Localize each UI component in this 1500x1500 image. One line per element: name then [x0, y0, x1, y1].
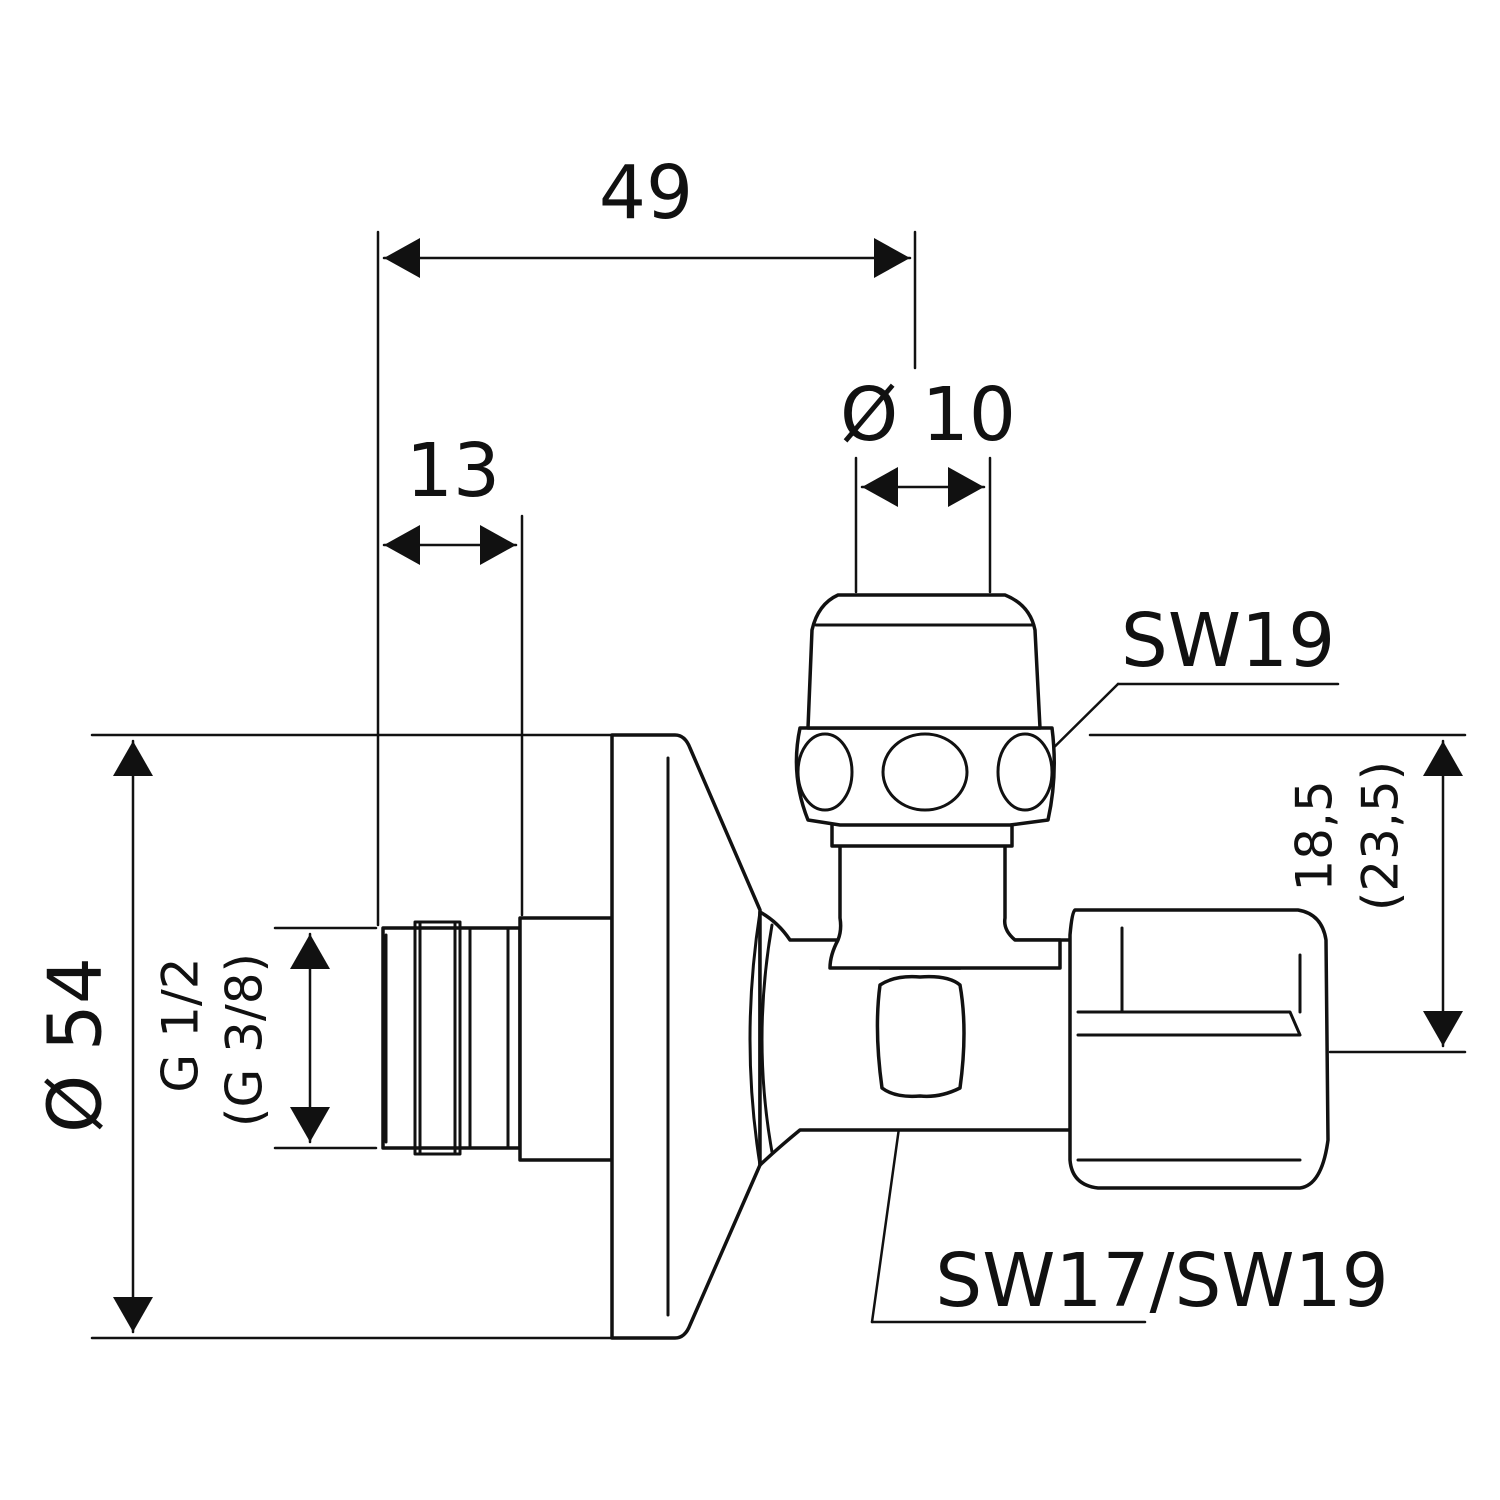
dimension-labels: 49 13 Ø 10 SW19 SW17/SW19 Ø 54 G 1/2 (G … — [33, 150, 1410, 1324]
valve-outline — [381, 593, 1330, 1340]
inlet-thread-alt-label: (G 3/8) — [216, 953, 274, 1127]
handle-wrench-label: SW19 — [1121, 598, 1335, 684]
overall-length-label: 49 — [599, 150, 693, 236]
body-wrench-label: SW17/SW19 — [935, 1238, 1389, 1324]
outlet-height-alt-label: (23,5) — [1352, 761, 1410, 911]
rosette-diameter-label: Ø 54 — [33, 957, 119, 1133]
spindle-diameter-label: Ø 10 — [840, 372, 1016, 458]
outlet-height-label: 18,5 — [1286, 780, 1344, 891]
thread-length-label: 13 — [406, 428, 500, 514]
dimension-lines — [90, 230, 1467, 1340]
inlet-thread-label: G 1/2 — [152, 957, 210, 1092]
